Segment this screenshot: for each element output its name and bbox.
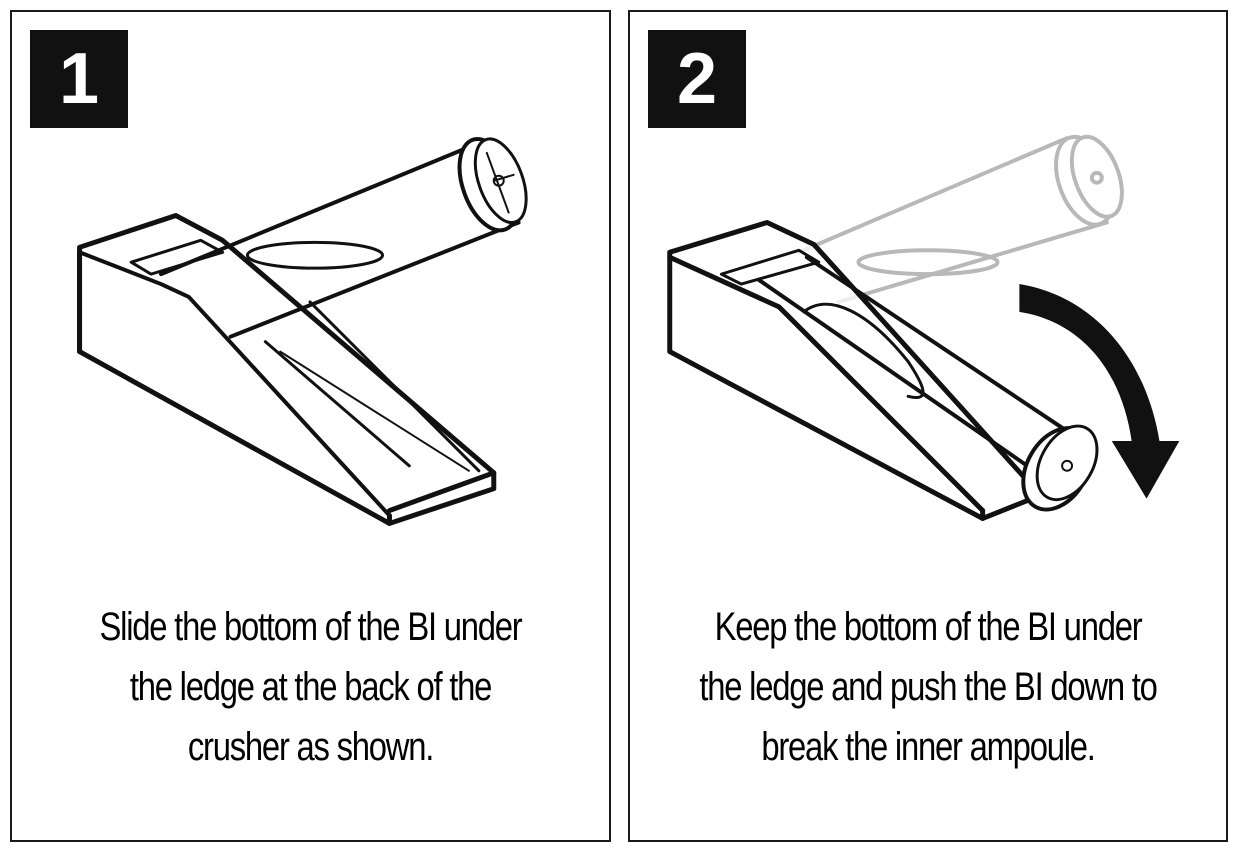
caption-line: Slide the bottom of the BI under	[99, 605, 523, 649]
caption-line: break the inner ampoule.	[761, 725, 1096, 769]
caption-line: the ledge and push the BI down to	[699, 665, 1157, 709]
step-2-panel: 2 Keep the bottom o	[628, 10, 1228, 842]
step-number-badge: 1	[30, 30, 128, 128]
step-caption: Slide the bottom of the BI under the led…	[66, 597, 556, 777]
caption-line: the ledge at the back of the	[129, 665, 493, 709]
step-caption: Keep the bottom of the BI under the ledg…	[684, 597, 1173, 777]
step-number-badge: 2	[648, 30, 746, 128]
caption-line: Keep the bottom of the BI under	[714, 605, 1143, 649]
curved-down-arrow-icon	[1019, 284, 1180, 499]
step-1-panel: 1 Slide the bottom of the BI under	[10, 10, 611, 842]
crusher-pushed-bi-illustration	[667, 134, 1180, 521]
caption-line: crusher as shown.	[187, 725, 434, 769]
crusher-with-bi-illustration	[77, 137, 528, 526]
